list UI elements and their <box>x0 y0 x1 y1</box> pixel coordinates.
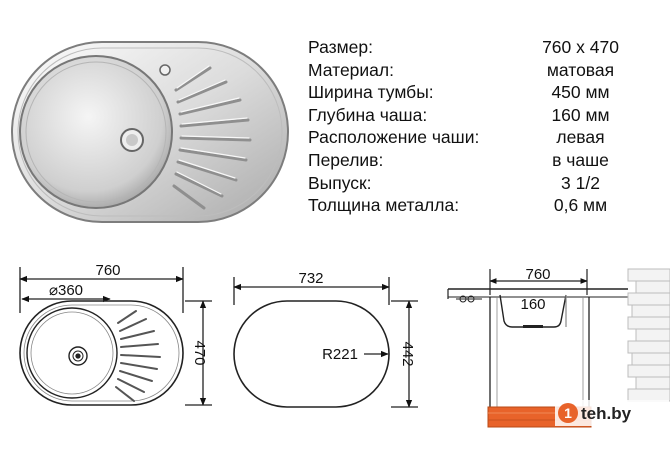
spec-label: Выпуск: <box>308 172 372 193</box>
spec-label: Расположение чаши: <box>308 127 480 148</box>
spec-row: Материал: матовая <box>308 59 648 82</box>
side-view-drawing <box>447 269 628 409</box>
spec-value: 760 x 470 <box>542 37 619 57</box>
spec-label: Толщина металла: <box>308 195 460 216</box>
cutout-radius-label: R221 <box>322 346 358 363</box>
cutout-width-label: 732 <box>298 270 323 287</box>
spec-label: Размер: <box>308 37 374 57</box>
spec-label: Глубина чаша: <box>308 104 428 125</box>
top-view-drain <box>68 346 88 366</box>
top-view-height-label: 470 <box>191 340 208 365</box>
spec-row: Толщина металла: 0,6 мм <box>308 194 648 217</box>
specs-table: Размер: 760 x 470 Материал: матовая Шири… <box>308 36 648 217</box>
side-view-width-label: 760 <box>525 266 550 283</box>
top-view-width-label: 760 <box>95 262 120 279</box>
spec-value: 0,6 мм <box>553 195 608 216</box>
sink-photo <box>11 41 289 223</box>
top-view-drawing <box>19 267 212 406</box>
brand-label: teh.by <box>581 404 632 423</box>
tehby-watermark: 1 teh.by <box>555 400 669 426</box>
cutout-outline <box>233 300 390 408</box>
spec-value: левая <box>556 127 605 148</box>
spec-row: Глубина чаша: 160 мм <box>308 104 648 127</box>
spec-label: Перелив: <box>308 149 384 170</box>
spec-value: матовая <box>546 59 615 80</box>
badge-label: 1 <box>564 405 572 421</box>
spec-label: Ширина тумбы: <box>308 82 434 103</box>
top-view-bowl-diameter-label: ⌀360 <box>49 282 83 299</box>
spec-value: 450 мм <box>551 82 610 103</box>
spec-label: Материал: <box>308 59 394 80</box>
cutout-height-label: 442 <box>399 341 416 366</box>
spec-value: в чаше <box>552 149 609 170</box>
spec-value: 160 мм <box>551 104 610 125</box>
brick-wall <box>627 268 670 402</box>
spec-row: Размер: 760 x 470 <box>308 36 648 59</box>
spec-row: Перелив: в чаше <box>308 149 648 172</box>
spec-row: Выпуск: 3 1/2 <box>308 172 648 195</box>
faucet-hole <box>159 64 171 76</box>
top-view-outline <box>19 300 184 406</box>
side-view-depth-label: 160 <box>520 296 545 313</box>
badge-icon <box>558 403 578 423</box>
technical-drawings: 760 ⌀360 470 732 R221 442 760 <box>19 262 670 428</box>
drainboard-ribs <box>172 66 252 210</box>
cutout-drawing <box>233 277 418 408</box>
spec-row: Расположение чаши: левая <box>308 126 648 149</box>
sink-bowl <box>19 55 173 209</box>
spec-value: 3 1/2 <box>561 172 600 193</box>
spec-row: Ширина тумбы: 450 мм <box>308 81 648 104</box>
faucet-detail-icon <box>456 295 482 303</box>
top-view-bowl <box>26 307 118 399</box>
